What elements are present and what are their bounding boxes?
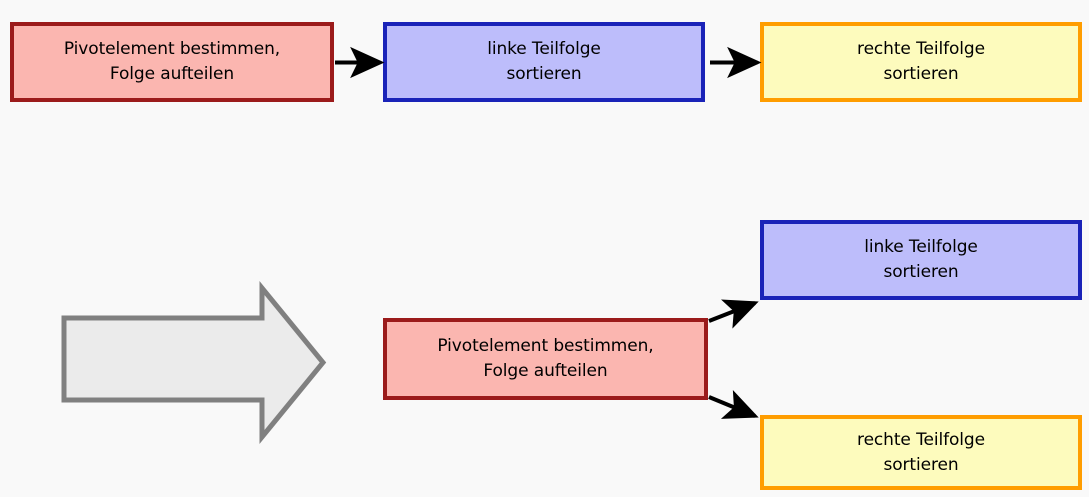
- box-sequential-pivot[interactable]: Pivotelement bestimmen, Folge aufteilen: [10, 22, 334, 102]
- box-label-line2: Folge aufteilen: [109, 64, 235, 84]
- connector-par-pivot-to-left: [708, 299, 759, 329]
- box-sequential-right-subsequence[interactable]: rechte Teilfolge sortieren: [760, 22, 1082, 102]
- box-label-line2: Folge aufteilen: [483, 361, 608, 381]
- box-label-line2: sortieren: [883, 454, 959, 475]
- box-parallel-pivot[interactable]: Pivotelement bestimmen, Folge aufteilen: [383, 318, 708, 400]
- box-label-line2: sortieren: [883, 64, 959, 84]
- box-label-line1: rechte Teilfolge: [857, 39, 985, 59]
- connector-par-pivot-to-right: [708, 389, 759, 419]
- box-sequential-left-subsequence[interactable]: linke Teilfolge sortieren: [383, 22, 705, 102]
- box-label-line1: linke Teilfolge: [487, 39, 601, 59]
- parallelisation-arrow-label: Parallelisierung: [104, 348, 235, 369]
- box-label-line1: rechte Teilfolge: [857, 429, 985, 450]
- box-parallel-left-subsequence[interactable]: linke Teilfolge sortieren: [760, 220, 1082, 300]
- box-parallel-right-subsequence[interactable]: rechte Teilfolge sortieren: [760, 415, 1082, 490]
- box-label-line2: sortieren: [883, 262, 959, 282]
- box-label-line2: sortieren: [506, 64, 582, 84]
- box-label-line1: Pivotelement bestimmen,: [63, 39, 281, 59]
- box-label-line1: Pivotelement bestimmen,: [437, 336, 654, 356]
- box-label-line1: linke Teilfolge: [864, 237, 978, 257]
